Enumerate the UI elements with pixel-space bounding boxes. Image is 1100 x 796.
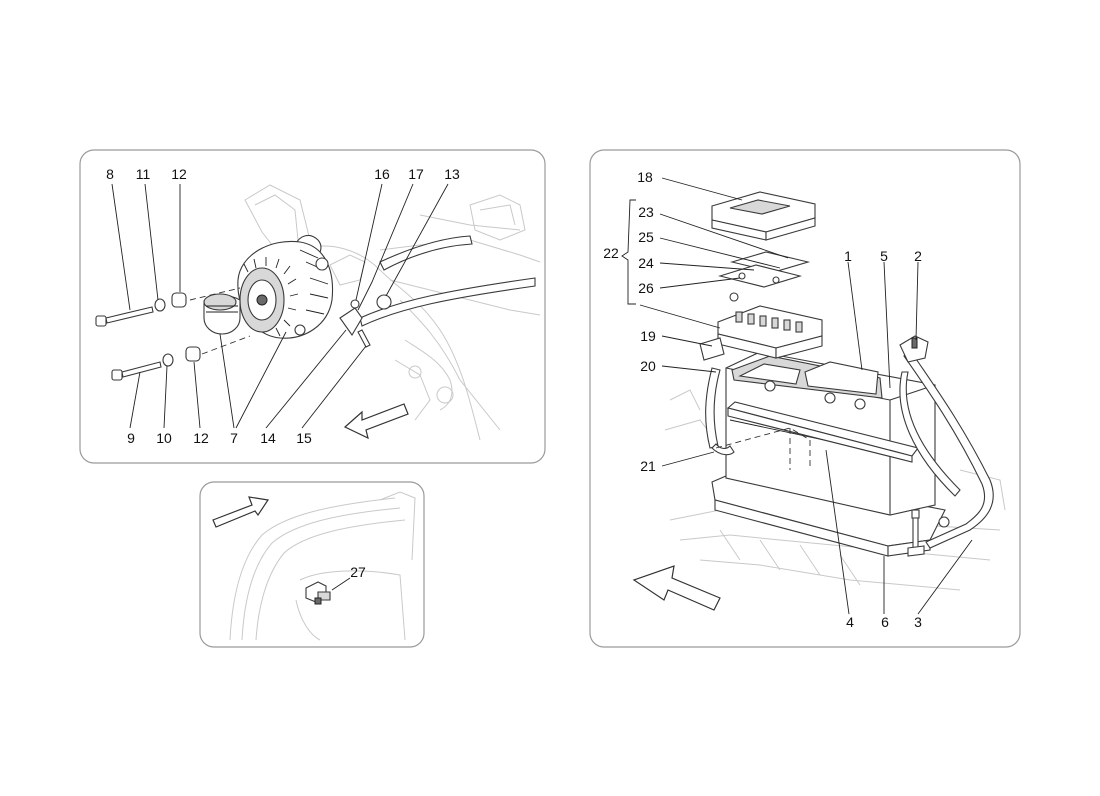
battery-leaders [639, 177, 973, 615]
callout-8: 8 [106, 166, 114, 182]
alternator [237, 240, 334, 339]
callout-7: 7 [230, 430, 238, 446]
callout-12-bottom: 12 [193, 430, 209, 446]
spacer-lower [185, 346, 201, 362]
tray-bolt [907, 509, 950, 557]
callout-27: 27 [350, 564, 366, 580]
direction-arrow-icon [632, 565, 721, 611]
alternator-leaders [111, 183, 449, 429]
callout-24: 24 [638, 255, 654, 271]
washer-upper [154, 298, 166, 312]
callout-12-top: 12 [171, 166, 187, 182]
callout-1: 1 [844, 248, 852, 264]
body-background [229, 491, 416, 641]
callout-20: 20 [640, 358, 656, 374]
callout-18: 18 [637, 169, 653, 185]
gasket-plates [717, 251, 811, 288]
callout-19: 19 [640, 328, 656, 344]
callout-21: 21 [640, 458, 656, 474]
terminal-bracket [339, 294, 392, 348]
spacer-upper [171, 292, 187, 308]
direction-arrow-icon [212, 496, 270, 528]
bolt-lower [111, 361, 162, 381]
callout-26: 26 [638, 280, 654, 296]
callout-13: 13 [444, 166, 460, 182]
washer-lower [162, 353, 174, 367]
battery-cables [705, 349, 994, 549]
assembly-line-upper [189, 287, 241, 301]
callout-10: 10 [156, 430, 172, 446]
callout-15: 15 [296, 430, 312, 446]
callout-17: 17 [408, 166, 424, 182]
callout-9: 9 [127, 430, 135, 446]
callout-5: 5 [880, 248, 888, 264]
callout-3: 3 [914, 614, 922, 630]
sensor-panel-frame [199, 481, 425, 648]
fuse-box-cover [711, 191, 816, 241]
callout-14: 14 [260, 430, 276, 446]
sensor [305, 577, 351, 605]
sensor-panel: 27 [199, 481, 425, 648]
battery-panel: 18 23 22 25 24 26 1 5 2 19 20 21 4 6 3 [589, 149, 1021, 648]
callout-6: 6 [881, 614, 889, 630]
callout-25: 25 [638, 229, 654, 245]
pulley [203, 293, 241, 335]
fuse-box [699, 292, 823, 361]
direction-arrow-icon [343, 403, 409, 440]
callout-23: 23 [638, 204, 654, 220]
callout-4: 4 [846, 614, 854, 630]
terminal-clamp [899, 335, 929, 363]
assembly-line-vent [715, 427, 811, 470]
group-bracket [621, 199, 636, 305]
callout-16: 16 [374, 166, 390, 182]
callout-2: 2 [914, 248, 922, 264]
alternator-panel: 8 11 12 16 17 13 9 10 12 7 14 15 [79, 149, 546, 464]
callout-11: 11 [136, 166, 151, 182]
callout-22: 22 [603, 245, 619, 261]
assembly-line-lower [201, 335, 251, 355]
bolt-upper [95, 306, 154, 327]
